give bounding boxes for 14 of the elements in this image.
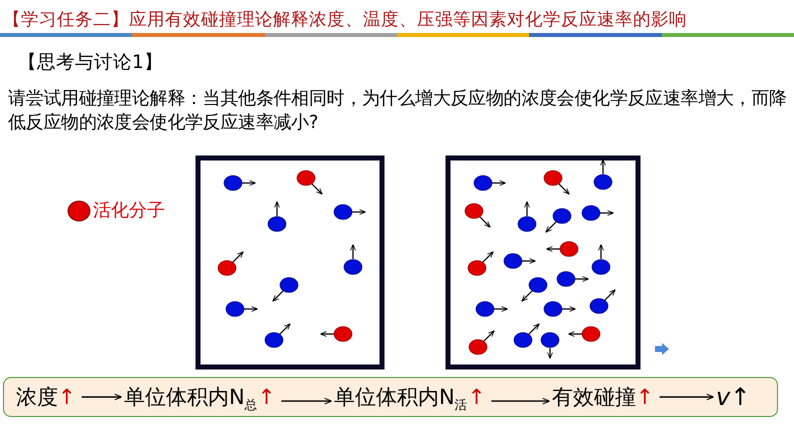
formula-term: 有效碰撞↑ xyxy=(552,382,654,412)
formula-term: 浓度↑ xyxy=(16,382,76,412)
formula-box xyxy=(3,377,778,417)
section-heading: 【思考与讨论1】 xyxy=(18,51,163,75)
arrow xyxy=(82,394,122,400)
formula-term: v↑ xyxy=(716,382,750,412)
formula-term: 单位体积内N$_{活}$↑ xyxy=(334,382,486,420)
question-text: 请尝试用碰撞理论解释：当其他条件相同时，为什么增大反应物的浓度会使化学反应速率增大，而降低反应物的浓度会使化学反应速率减小? xyxy=(8,87,788,135)
arrow xyxy=(281,398,332,404)
legend-label: 活化分子 xyxy=(93,199,165,223)
arrow xyxy=(491,398,550,404)
title: 【学习任务二】应用有效碰撞理论解释浓度、温度、压强等因素对化学反应速率的影响 xyxy=(3,9,687,32)
arrow xyxy=(660,394,714,400)
formula-term: 单位体积内N$_{总}$↑ xyxy=(124,382,276,420)
